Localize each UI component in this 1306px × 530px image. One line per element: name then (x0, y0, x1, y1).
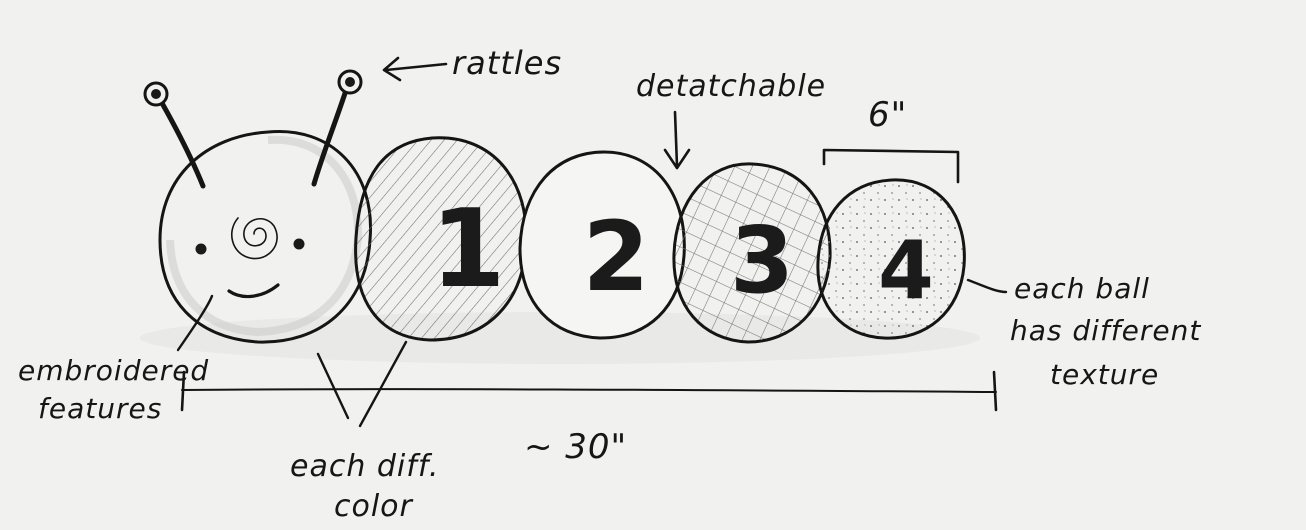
ball-2: 2 (518, 150, 686, 340)
detachable-label: detatchable (636, 69, 826, 104)
rattles-arrow (382, 56, 448, 82)
length-line (181, 388, 997, 393)
antennae (143, 69, 363, 189)
size-bracket (822, 148, 960, 184)
embroidered-pointer (176, 294, 214, 352)
embroidered-note-line-2: features (38, 392, 162, 425)
ball-1-number: 1 (430, 187, 505, 312)
color-pointer-2 (358, 340, 408, 428)
texture-note-line-2: has different (1010, 314, 1201, 347)
rattles-label: rattles (452, 44, 562, 82)
color-note-line-1: each diff. (290, 449, 439, 484)
spiral-embroidery (230, 217, 278, 260)
color-pointer-1 (316, 352, 350, 420)
ball-4-number: 4 (878, 224, 934, 317)
ball-3: 3 (672, 162, 832, 344)
ball-4: 4 (816, 178, 966, 340)
color-note-line-2: color (334, 489, 414, 524)
ball-1: 1 (354, 136, 528, 342)
ball-size-label: 6" (868, 95, 907, 135)
smile (227, 283, 280, 299)
ball-3-number: 3 (730, 207, 794, 314)
left-eye (195, 243, 207, 255)
embroidered-note-line-1: embroidered (18, 354, 209, 387)
texture-note-line-1: each ball (1014, 272, 1150, 305)
detachable-arrow (663, 110, 691, 170)
texture-pointer (966, 278, 1008, 294)
total-length-label: ~ 30" (524, 427, 627, 467)
right-eye (293, 238, 305, 250)
ball-2-number: 2 (583, 201, 650, 313)
texture-note-line-3: texture (1050, 358, 1159, 391)
caterpillar-head (158, 129, 373, 344)
